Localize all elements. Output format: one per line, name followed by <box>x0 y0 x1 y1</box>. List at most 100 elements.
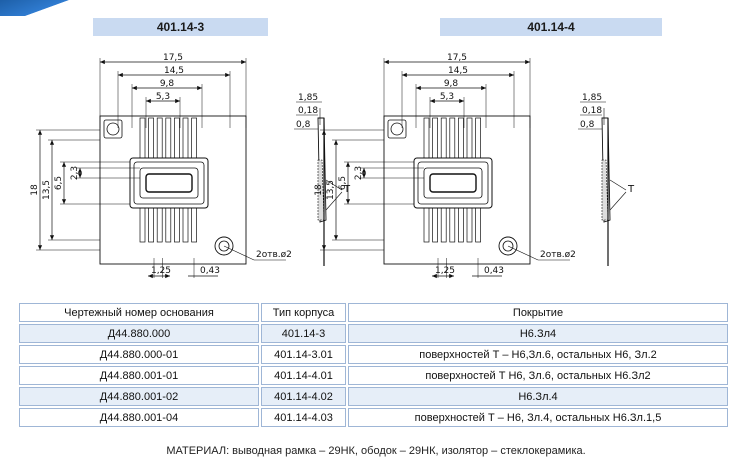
package-seal-ring <box>133 161 205 205</box>
dim-width-0-arrow-right <box>525 59 530 65</box>
side-dim-t2: 0,18 <box>582 106 602 116</box>
dim-width-2-arrow-left <box>416 85 421 91</box>
dim-width-0-label: 17,5 <box>163 53 183 63</box>
t-leader-a <box>609 179 627 191</box>
spec-table: Чертежный номер основания Тип корпуса По… <box>17 301 730 429</box>
cell-coating: поверхностей Т – Н6, Зл.4, остальных Н6.… <box>348 408 728 427</box>
mount-hole-inner-icon <box>502 240 514 252</box>
hole-callout-label: 2отв.ø2 <box>540 250 576 260</box>
corner-pad <box>103 119 123 139</box>
lead-top <box>174 117 180 163</box>
lead-top <box>466 117 473 163</box>
side-dim-t3: 0,8 <box>580 120 595 130</box>
dim-pitch-label: 1,25 <box>151 266 171 276</box>
die-pad <box>429 173 477 193</box>
dim-height-inner-arrow-top <box>361 168 367 173</box>
table-row: Д44.880.000 401.14-3 Н6.Зл4 <box>19 324 728 343</box>
dim-pitch-arrow-right <box>165 273 170 279</box>
dim-height-total-arrow-bottom <box>321 245 327 250</box>
dim-height-cavity-arrow-top <box>345 162 351 167</box>
table-row: Д44.880.001-01 401.14-4.01 поверхностей … <box>19 366 728 385</box>
mount-hole-icon <box>498 236 518 256</box>
hole-callout-label: 2отв.ø2 <box>256 250 292 260</box>
table-row: Д44.880.000-01 401.14-3.01 поверхностей … <box>19 345 728 364</box>
dim-height-inner-label: 2,3 <box>70 166 80 180</box>
dim-width-1-arrow-left <box>118 72 123 78</box>
cell-coating: Н6.Зл.4 <box>348 387 728 406</box>
dim-height-body-label: 13,5 <box>326 180 336 200</box>
lead-top <box>449 117 456 163</box>
t-leader-b <box>325 191 343 211</box>
side-dim-t2: 0,18 <box>298 106 318 116</box>
dim-height-cavity-label: 6,5 <box>338 176 348 190</box>
lead-top <box>182 117 189 163</box>
dim-width-3-arrow-right <box>175 98 180 104</box>
cell-package-type: 401.14-4.02 <box>261 387 346 406</box>
dim-width-2-label: 9,8 <box>160 79 175 89</box>
hole-leader <box>223 245 255 261</box>
mount-hole-icon <box>214 236 234 256</box>
dim-height-cavity-label: 6,5 <box>54 176 64 190</box>
frame-outline <box>99 115 247 265</box>
cell-package-type: 401.14-3 <box>261 324 346 343</box>
dim-width-3-arrow-right <box>459 98 464 104</box>
dim-height-body-arrow-top <box>49 140 55 145</box>
t-label: T <box>343 184 351 195</box>
cell-drawing-number: Д44.880.001-04 <box>19 408 259 427</box>
dim-width-3-label: 5,3 <box>440 92 454 102</box>
header-package-type: Тип корпуса <box>261 303 346 322</box>
dim-leadwidth-label: 0,43 <box>484 266 504 276</box>
dim-height-inner-label: 2,3 <box>354 166 364 180</box>
mount-hole-icon <box>390 122 404 136</box>
dim-height-total-label: 18 <box>30 184 40 196</box>
side-dim-t3: 0,8 <box>296 120 311 130</box>
cell-drawing-number: Д44.880.000-01 <box>19 345 259 364</box>
t-label: T <box>627 184 635 195</box>
lead-top <box>156 117 163 163</box>
side-seal-zone <box>601 159 609 221</box>
dim-width-2-arrow-right <box>481 85 486 91</box>
t-leader-a <box>325 179 343 191</box>
header-drawing-number: Чертежный номер основания <box>19 303 259 322</box>
dim-width-3-arrow-left <box>146 98 151 104</box>
dim-width-0-arrow-left <box>100 59 105 65</box>
dim-width-1-arrow-right <box>225 72 230 78</box>
dim-height-body-arrow-top <box>333 140 339 145</box>
dim-width-2-arrow-left <box>132 85 137 91</box>
dim-height-total-label: 18 <box>314 184 324 196</box>
cell-package-type: 401.14-4.01 <box>261 366 346 385</box>
header-coating: Покрытие <box>348 303 728 322</box>
corner-decoration <box>0 0 70 16</box>
lead-top <box>148 117 154 163</box>
cavity-outline <box>139 167 199 199</box>
dim-width-3-arrow-left <box>430 98 435 104</box>
cavity-outline <box>423 167 483 199</box>
side-dim-t1: 1,85 <box>298 93 318 103</box>
dim-width-3-label: 5,3 <box>156 92 170 102</box>
lead-top <box>139 117 146 163</box>
hole-leader <box>507 245 539 261</box>
cell-package-type: 401.14-4.03 <box>261 408 346 427</box>
lead-top <box>440 117 447 163</box>
dim-pitch-arrow-left <box>432 273 437 279</box>
dim-width-0-label: 17,5 <box>447 53 467 63</box>
dim-width-1-arrow-right <box>509 72 514 78</box>
package-body <box>413 157 493 209</box>
lead-top <box>475 117 481 163</box>
lead-top <box>432 117 438 163</box>
dim-height-body-arrow-bottom <box>49 235 55 240</box>
table-row: Д44.880.001-04 401.14-4.03 поверхностей … <box>19 408 728 427</box>
t-leader-b <box>609 191 627 211</box>
dim-height-cavity-arrow-top <box>61 162 67 167</box>
dim-height-cavity-arrow-bottom <box>61 199 67 204</box>
dim-width-1-label: 14,5 <box>448 66 468 76</box>
side-view-1: 1,850,180,8T <box>578 93 635 266</box>
drawing-title-right: 401.14-4 <box>440 18 662 36</box>
cell-package-type: 401.14-3.01 <box>261 345 346 364</box>
lead-top <box>165 117 172 163</box>
package-seal-ring <box>417 161 489 205</box>
dim-width-0-arrow-right <box>241 59 246 65</box>
lead-top <box>458 117 464 163</box>
cell-drawing-number: Д44.880.001-02 <box>19 387 259 406</box>
